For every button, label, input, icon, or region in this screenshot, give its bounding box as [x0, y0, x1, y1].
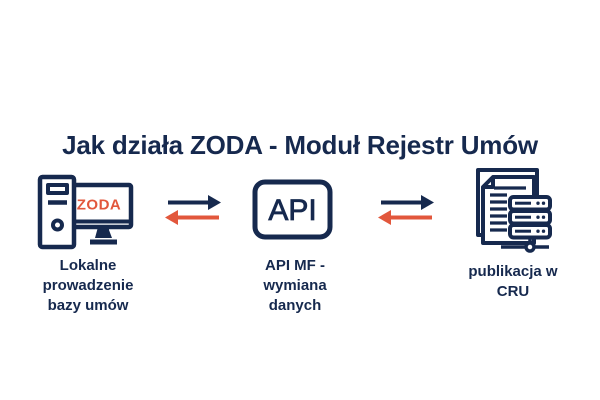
monitor-stand-shape [90, 227, 117, 245]
documents-server-icon [476, 168, 552, 253]
bidirectional-arrows-icon [165, 195, 221, 225]
zoda-screen-text: ZODA [77, 197, 122, 214]
network-node-circle [524, 241, 536, 253]
arrow-left-icon [165, 210, 219, 225]
api-box-text: API [268, 194, 316, 227]
server-stack-shape [508, 195, 552, 240]
node-label-api-mf: API MF - wymiana danych [263, 257, 327, 314]
api-box-icon: API [252, 179, 333, 240]
arrow-right-icon [168, 195, 221, 210]
document-text-lines [490, 186, 526, 232]
arrow-left-icon [378, 210, 432, 225]
api-box-frame [252, 179, 333, 240]
tower-shape [37, 174, 77, 250]
arrow-right-icon [381, 195, 434, 210]
page-title: Jak działa ZODA - Moduł Rejestr Umów [62, 130, 538, 160]
node-label-cru-publication: publikacja w CRU [468, 263, 558, 300]
node-label-local-database: Lokalne prowadzenie bazy umów [42, 257, 134, 314]
bidirectional-arrows-icon [378, 195, 434, 225]
desktop-computer-icon: ZODA [37, 174, 134, 250]
